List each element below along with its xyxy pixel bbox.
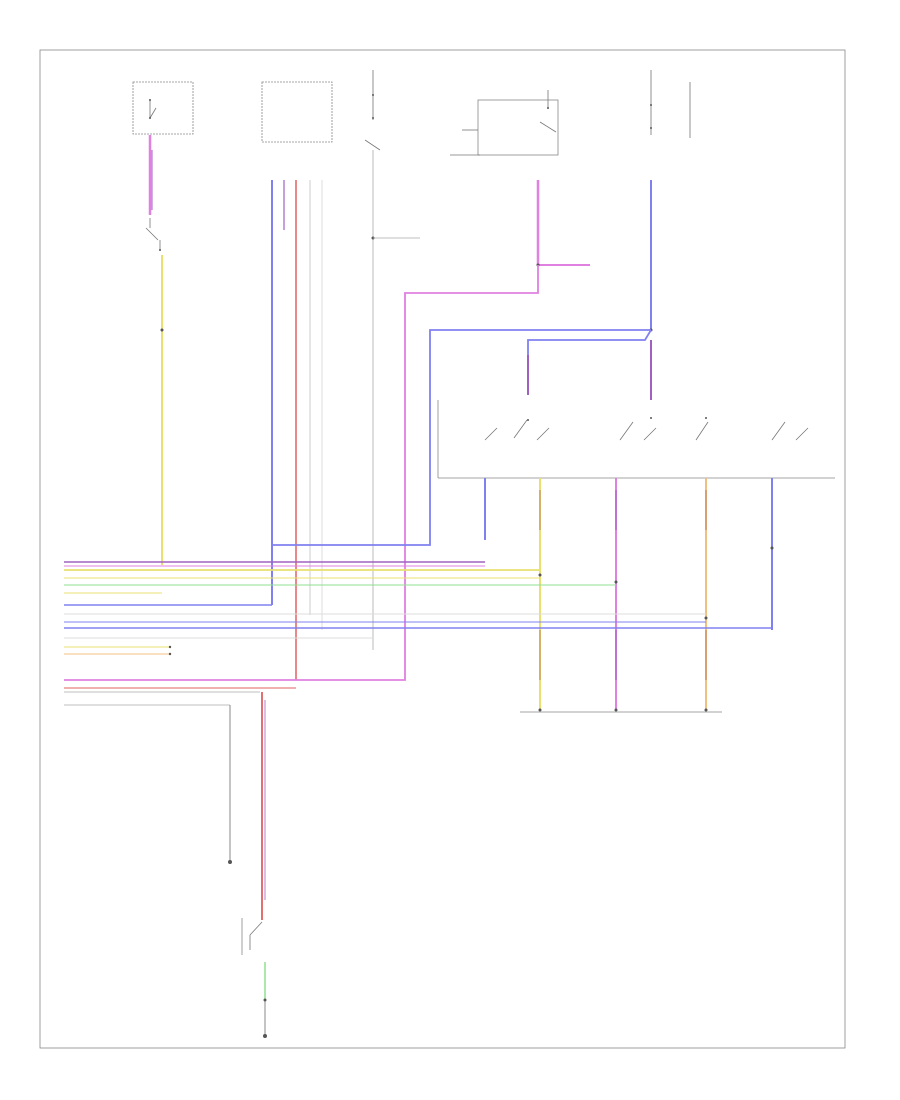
splice-yellow-ign: [538, 573, 542, 577]
splice-yellow: [160, 328, 164, 332]
brake-pedal-switch: [145, 218, 161, 251]
fuse-block-left: [132, 81, 194, 135]
diagram-frame: [39, 49, 846, 1049]
fuse-block-center-left: [261, 81, 333, 143]
splice-pink-ign: [614, 580, 618, 584]
splice-conn-1: [168, 645, 172, 649]
center-fuse: [364, 70, 420, 650]
splice-blue-ign: [770, 546, 774, 550]
clutch-switch: [241, 918, 263, 955]
fuse-right: [650, 70, 691, 138]
wire-pink-route: [64, 265, 539, 681]
ground-left: [228, 860, 232, 864]
ignition-switch: [437, 400, 835, 479]
relay-block-center-right: [450, 90, 559, 156]
connector-wires: [64, 561, 773, 706]
splice-orange-ign: [704, 616, 708, 620]
splice-conn-2: [168, 652, 172, 656]
ground-bottom: [263, 1034, 267, 1038]
wire-blue-route: [272, 329, 651, 546]
wire-blue-violet-route: [527, 329, 652, 395]
splice-bottom: [263, 998, 267, 1002]
